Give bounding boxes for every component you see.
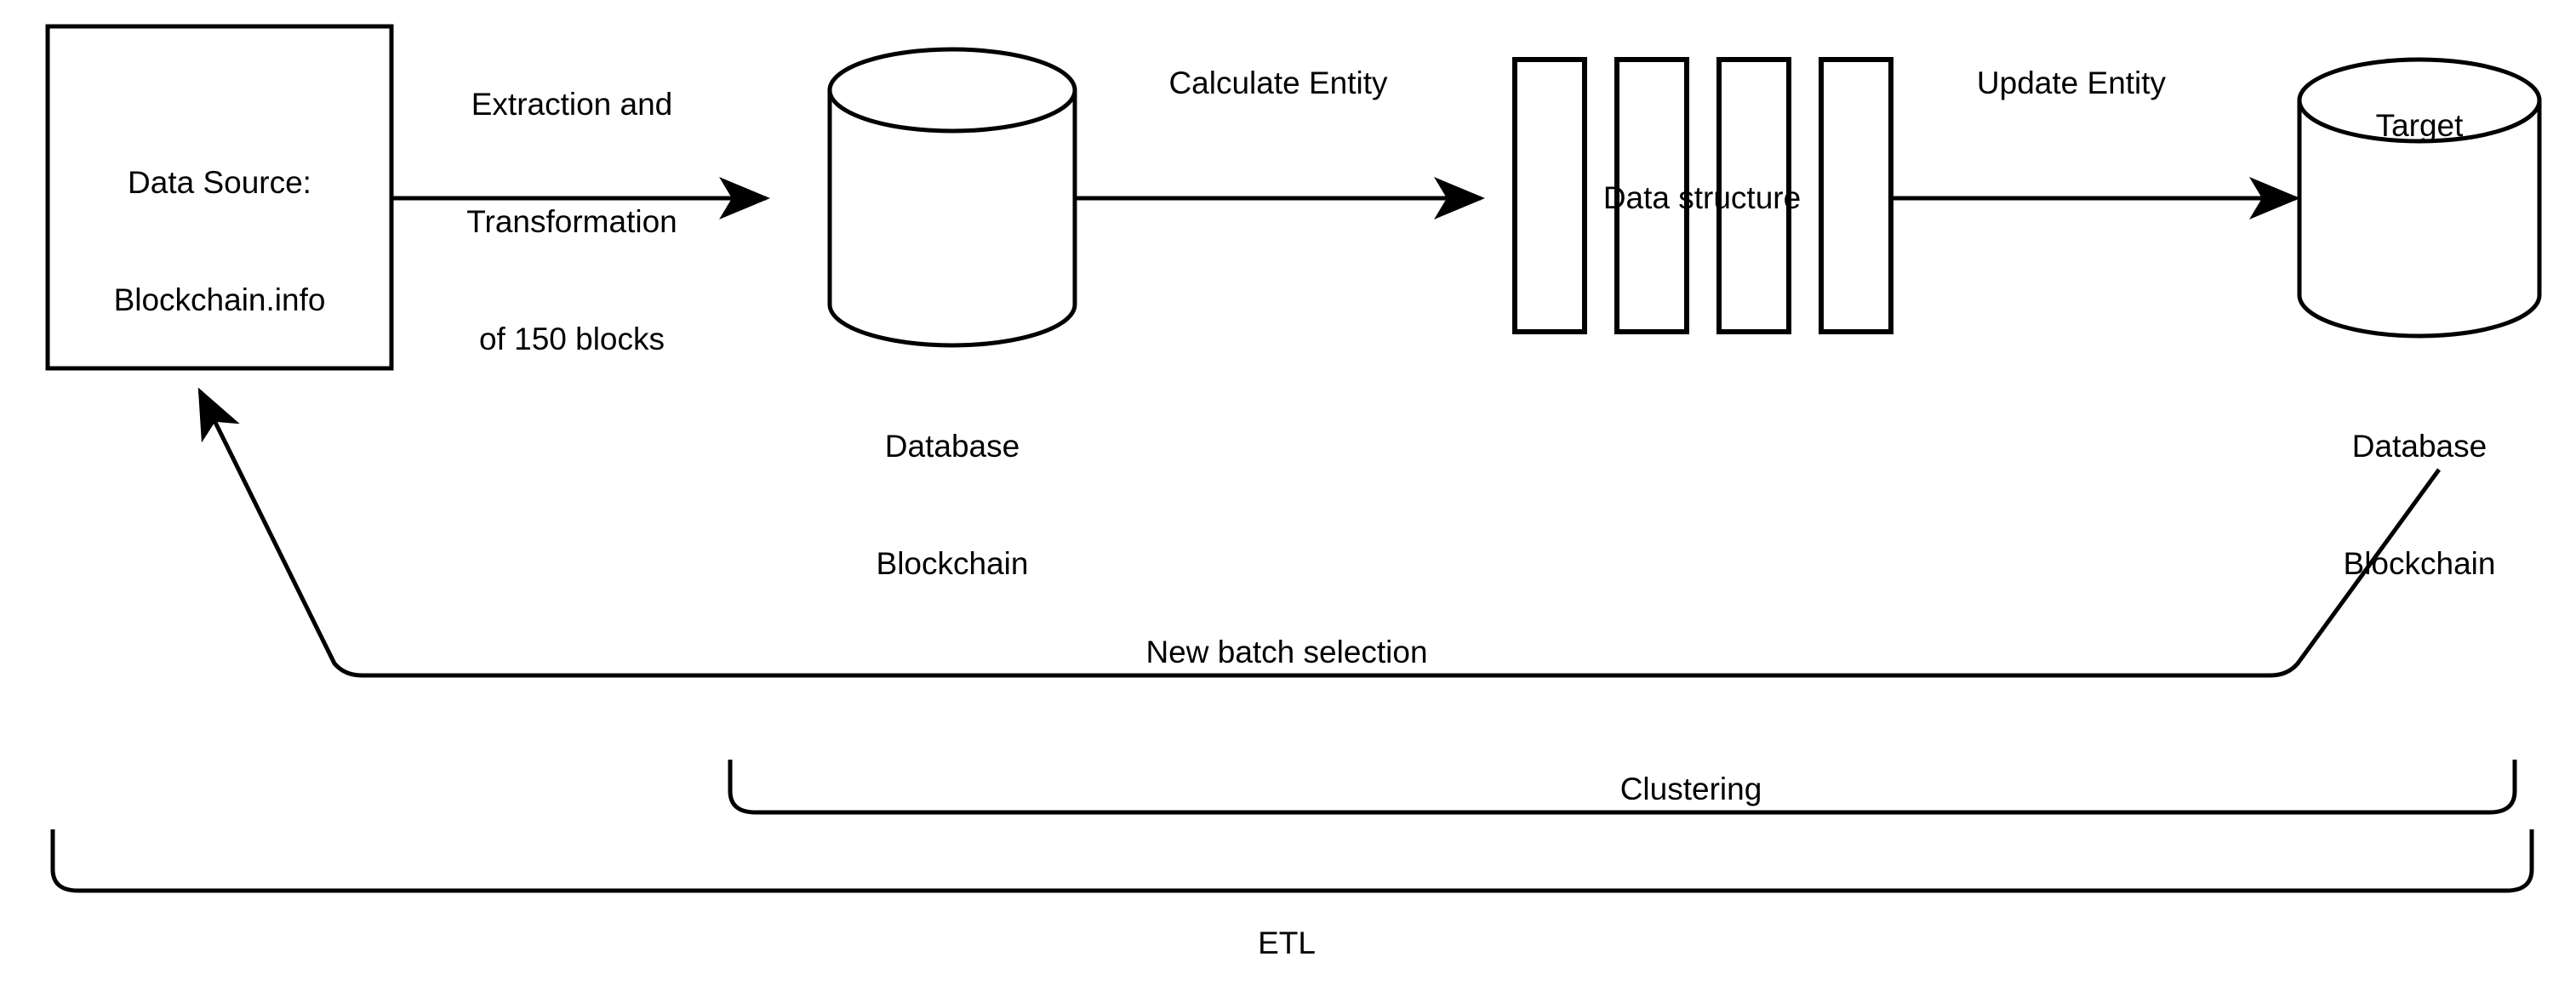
db-source-caption-line1: Database xyxy=(884,429,1020,464)
etl-bracket-label: ETL xyxy=(1258,926,1316,960)
data-source-label-line2: Blockchain.info xyxy=(113,282,326,317)
new-batch-selection-label: New batch selection xyxy=(1145,635,1428,669)
clustering-bracket xyxy=(728,760,2517,815)
calculate-entity-label: Calculate Entity xyxy=(1168,65,1388,100)
clustering-bracket-label: Clustering xyxy=(1619,772,1762,806)
extraction-transformation-label: Extraction and Transformation of 150 blo… xyxy=(427,7,717,437)
new-batch-selection-path xyxy=(197,387,2442,678)
data-structure-bar xyxy=(1512,57,1587,334)
data-structure-bars[interactable] xyxy=(1512,57,1893,334)
etl-bracket xyxy=(50,829,2534,893)
database-blockchain-target-cylinder[interactable] xyxy=(2297,57,2542,339)
update-entity-label: Update Entity xyxy=(1976,65,2167,100)
database-blockchain-source-cylinder[interactable] xyxy=(827,47,1077,348)
extraction-label-line1: Extraction and xyxy=(471,87,673,122)
db-target-caption-line2: Blockchain xyxy=(2343,546,2496,581)
data-source-box[interactable] xyxy=(45,24,394,371)
data-structure-bar xyxy=(1716,57,1791,334)
db-target-caption-line1: Database xyxy=(2351,429,2487,464)
db-source-caption-line2: Blockchain xyxy=(876,546,1029,581)
target-inner-label: Target xyxy=(2375,108,2464,143)
database-blockchain-target-caption: Database Blockchain xyxy=(2241,349,2576,662)
data-structure-bar xyxy=(1614,57,1689,334)
extraction-label-line2: Transformation xyxy=(466,204,677,239)
data-source-label-line1: Data Source: xyxy=(128,165,311,200)
database-blockchain-source-caption: Database Blockchain xyxy=(774,349,1131,662)
data-structure-caption: Data structure xyxy=(1602,180,1802,215)
extraction-label-line3: of 150 blocks xyxy=(478,322,665,356)
data-source-label: Data Source: Blockchain.info xyxy=(49,85,390,398)
data-structure-bar xyxy=(1819,57,1893,334)
